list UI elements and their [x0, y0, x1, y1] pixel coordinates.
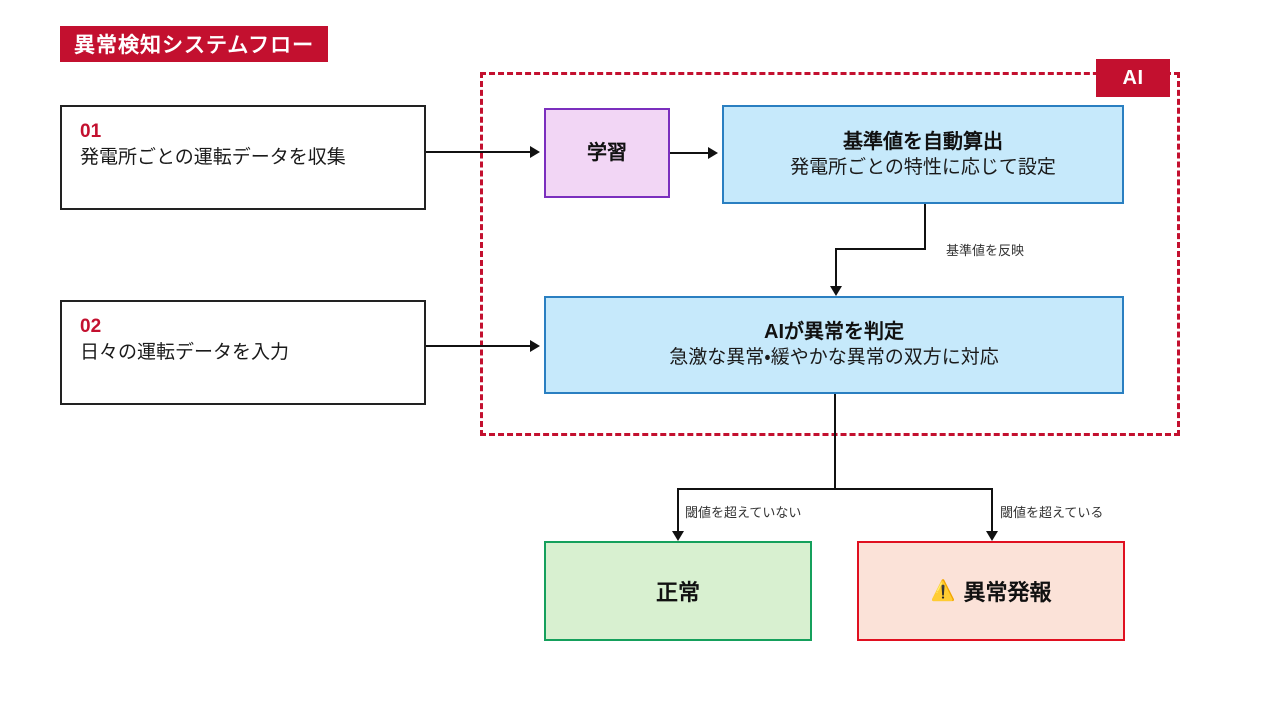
arrowhead-step02-to-judge	[530, 340, 540, 352]
arrowhead-learn-to-baseline	[708, 147, 718, 159]
step-text-01: 発電所ごとの運転データを収集	[80, 146, 346, 168]
arrowhead-step01-to-learn	[530, 146, 540, 158]
page-title: 異常検知システムフロー	[60, 26, 329, 62]
step-number-02: 02	[80, 316, 102, 337]
ai-region-boundary	[480, 72, 1180, 436]
connector-step01-to-learn	[426, 151, 530, 153]
ai-region-badge: AI	[1096, 59, 1170, 97]
node-baseline-calculation: 基準値を自動算出 発電所ごとの特性に応じて設定	[722, 105, 1124, 204]
result-alert-label: ⚠️ 異常発報	[931, 575, 1052, 607]
connector-baseline-to-judge	[835, 248, 837, 288]
node-result-alert: ⚠️ 異常発報	[857, 541, 1125, 641]
warning-triangle-icon: ⚠️	[930, 580, 956, 602]
node-result-normal: 正常	[544, 541, 812, 641]
edge-label-below-threshold: 閾値を超えていない	[685, 505, 802, 520]
connector-branch-right	[991, 488, 993, 533]
result-normal-label: 正常	[656, 575, 700, 607]
arrowhead-to-alert	[986, 531, 998, 541]
connector-step02-to-judge	[426, 345, 530, 347]
arrowhead-to-normal	[672, 531, 684, 541]
node-learning-title: 学習	[587, 142, 627, 164]
step-box-02: 02 日々の運転データを入力	[60, 300, 426, 405]
node-judgement-title: AIが異常を判定	[764, 321, 904, 344]
connector-branch-left	[677, 488, 679, 533]
node-baseline-title: 基準値を自動算出	[843, 130, 1003, 153]
node-ai-judgement: AIが異常を判定 急激な異常・緩やかな異常の双方に対応	[544, 296, 1124, 394]
edge-label-baseline-to-judge: 基準値を反映	[946, 243, 1025, 258]
step-text-02: 日々の運転データを入力	[80, 341, 290, 363]
connector-baseline-left	[835, 248, 926, 250]
node-baseline-subtitle: 発電所ごとの特性に応じて設定	[790, 156, 1056, 178]
node-learning: 学習	[544, 108, 670, 198]
step-box-01: 01 発電所ごとの運転データを収集	[60, 105, 426, 210]
connector-learn-to-baseline	[670, 152, 708, 154]
connector-baseline-down	[924, 204, 926, 250]
connector-branch-horizontal	[677, 488, 993, 490]
node-judgement-subtitle: 急激な異常・緩やかな異常の双方に対応	[669, 347, 999, 369]
edge-label-above-threshold: 閾値を超えている	[1000, 505, 1104, 520]
connector-judge-down	[834, 394, 836, 489]
result-normal-text: 正常	[655, 580, 700, 605]
result-alert-text: 異常発報	[963, 580, 1052, 605]
step-number-01: 01	[80, 121, 102, 142]
arrowhead-baseline-to-judge	[830, 286, 842, 296]
